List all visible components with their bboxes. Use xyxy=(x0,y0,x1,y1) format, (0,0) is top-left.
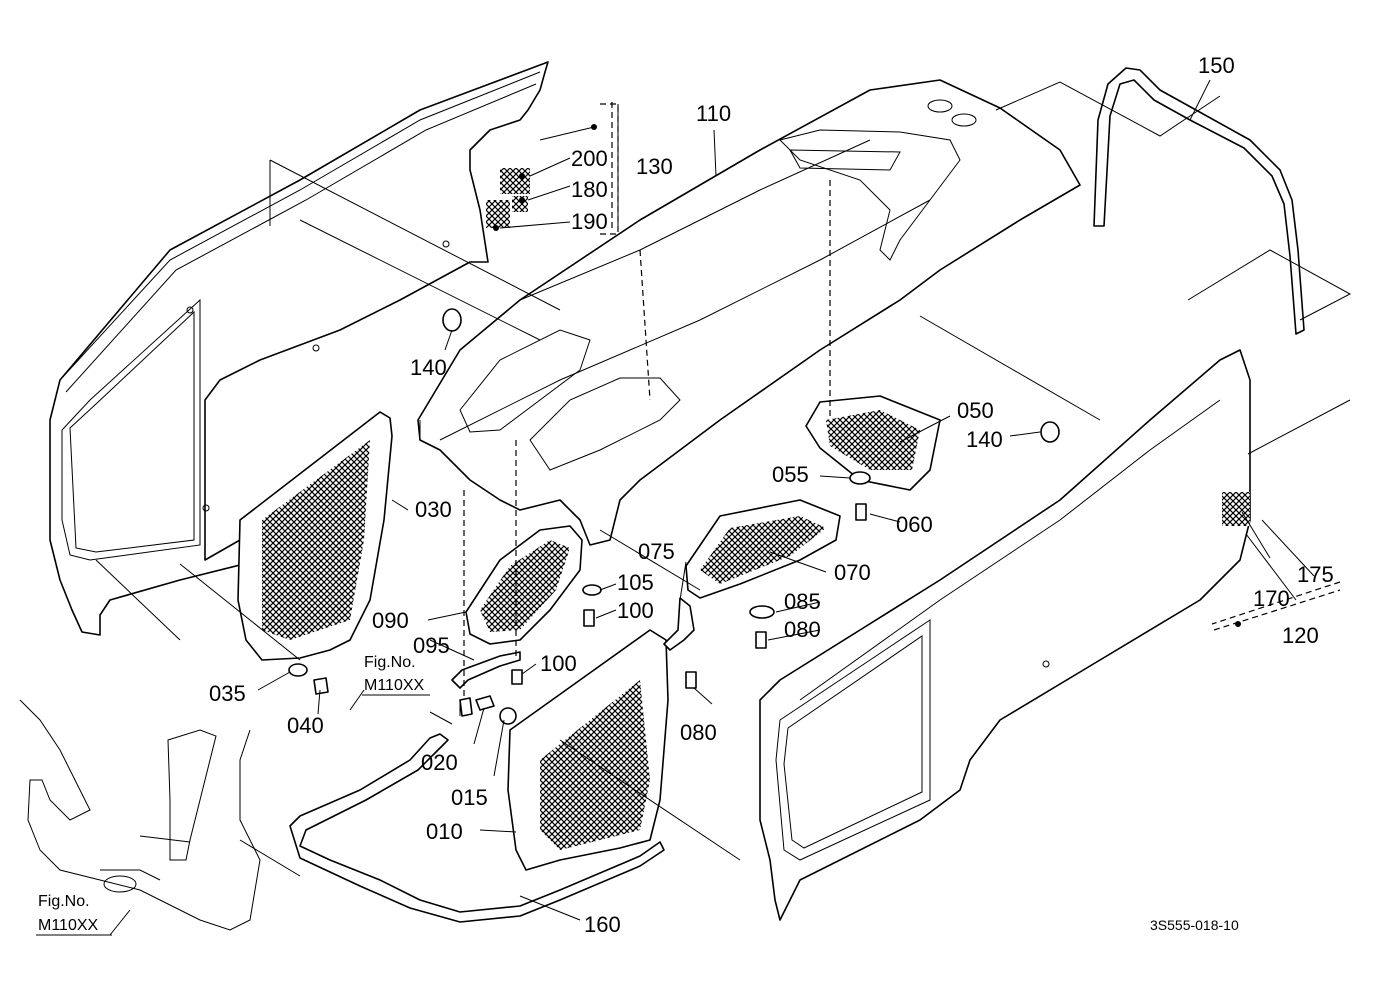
filter-plate-050 xyxy=(805,395,941,491)
label-050: 050 xyxy=(957,398,994,423)
label-010: 010 xyxy=(426,819,463,844)
label-100-upper: 100 xyxy=(617,598,654,623)
bottom-seal xyxy=(289,733,665,923)
label-150: 150 xyxy=(1198,53,1235,78)
label-070: 070 xyxy=(834,560,871,585)
label-085: 085 xyxy=(784,589,821,614)
part-labels: 110 150 200 130 180 190 140 050 140 055 … xyxy=(209,53,1334,937)
fasteners xyxy=(288,308,1060,725)
label-030: 030 xyxy=(415,497,452,522)
label-060: 060 xyxy=(896,512,933,537)
label-080-lower: 080 xyxy=(680,720,717,745)
label-200: 200 xyxy=(571,146,608,171)
weather-strip-top xyxy=(1093,67,1305,335)
label-130: 130 xyxy=(636,154,673,179)
label-100-lower: 100 xyxy=(540,651,577,676)
label-035: 035 xyxy=(209,681,246,706)
bracket-095 xyxy=(451,651,521,689)
label-090: 090 xyxy=(372,608,409,633)
left-side-panel xyxy=(49,61,549,636)
label-160: 160 xyxy=(584,912,621,937)
lower-grille xyxy=(507,629,669,871)
right-side-panel xyxy=(759,349,1251,921)
left-grille xyxy=(237,411,393,661)
label-120: 120 xyxy=(1282,623,1319,648)
cab-frame-partial xyxy=(19,699,261,931)
label-105: 105 xyxy=(617,570,654,595)
label-055: 055 xyxy=(772,462,809,487)
fig-ref-lower-line2: M110XX xyxy=(38,917,99,934)
label-075: 075 xyxy=(638,539,675,564)
bracket-075 xyxy=(663,597,695,651)
label-095: 095 xyxy=(413,633,450,658)
label-015: 015 xyxy=(451,785,488,810)
alignment-lines xyxy=(95,81,1352,877)
label-020: 020 xyxy=(421,750,458,775)
label-180: 180 xyxy=(571,177,608,202)
label-040: 040 xyxy=(287,713,324,738)
fig-ref-lower: Fig.No. M110XX xyxy=(36,893,112,936)
label-080-right: 080 xyxy=(784,617,821,642)
main-hood xyxy=(417,79,1081,546)
filter-plate-070 xyxy=(685,499,841,599)
label-190: 190 xyxy=(571,209,608,234)
leader-lines xyxy=(109,79,1315,936)
label-170: 170 xyxy=(1253,586,1290,611)
fig-ref-upper-line2: M110XX xyxy=(364,677,425,694)
drawing-code: 3S555-018-10 xyxy=(1150,917,1239,933)
fig-ref-lower-line1: Fig.No. xyxy=(38,893,90,910)
label-140-right: 140 xyxy=(966,427,1003,452)
group-brackets xyxy=(600,103,1341,631)
label-plate-group xyxy=(486,124,597,231)
label-110: 110 xyxy=(696,101,731,126)
fig-ref-upper-line1: Fig.No. xyxy=(364,654,416,671)
filter-plate-090 xyxy=(465,525,583,645)
label-175: 175 xyxy=(1297,562,1334,587)
label-140-left: 140 xyxy=(410,355,447,380)
fig-ref-upper: Fig.No. M110XX xyxy=(362,654,430,696)
